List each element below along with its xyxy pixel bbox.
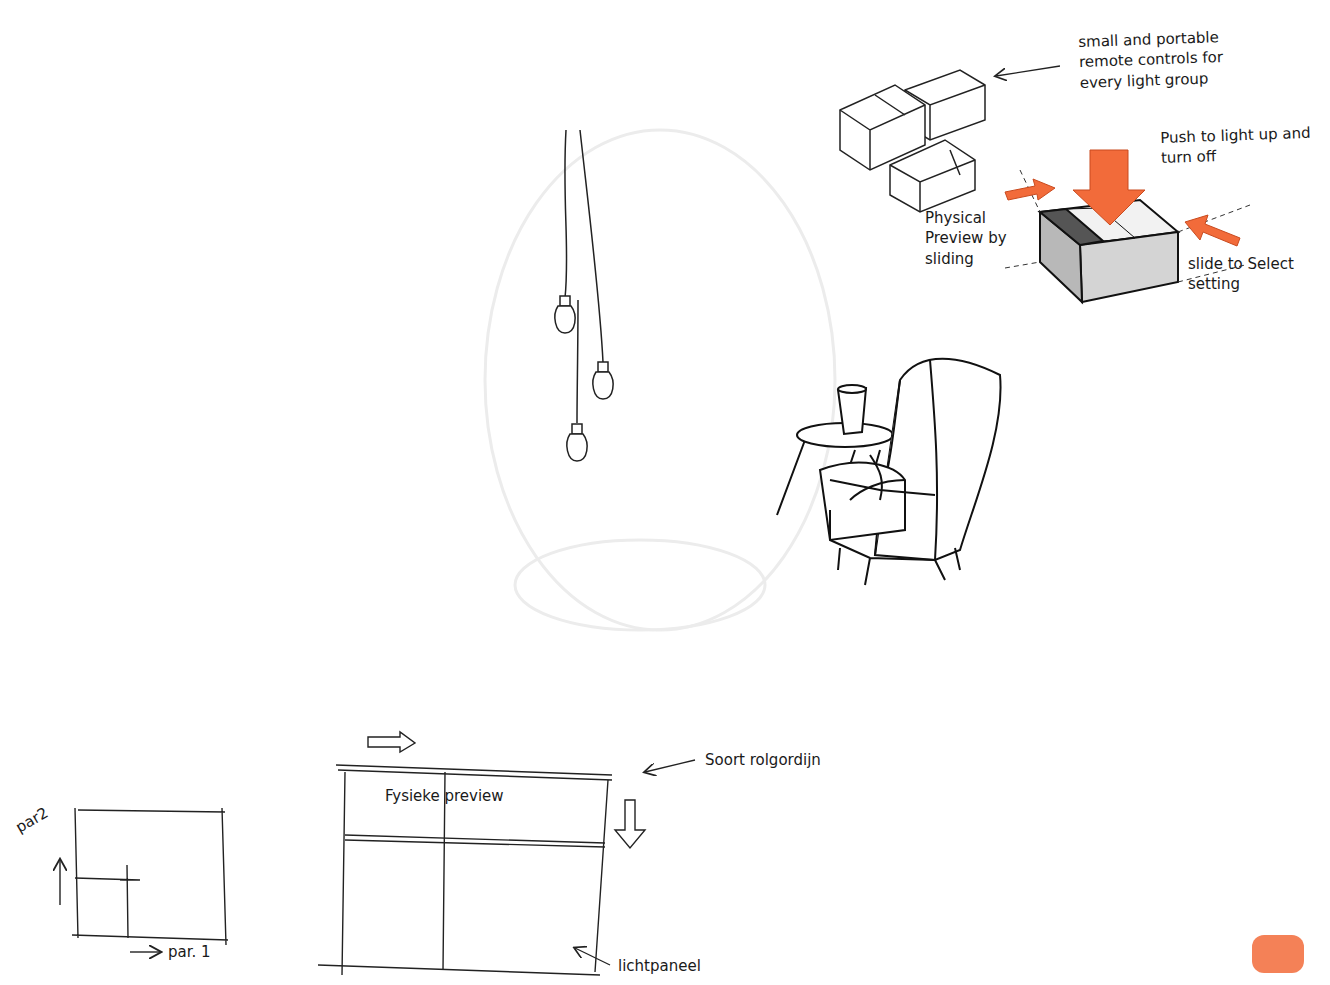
annotation-label: Physical Preview by sliding bbox=[925, 208, 1015, 269]
parameter-graph bbox=[60, 808, 228, 952]
annotation-label: par. 1 bbox=[168, 942, 238, 962]
leader-line bbox=[645, 760, 695, 772]
annotation-label: Push to light up and turn off bbox=[1160, 122, 1321, 168]
annotation-label: small and portable remote controls for e… bbox=[1078, 25, 1270, 92]
roller-blind-panel bbox=[318, 732, 645, 975]
annotation-label: par2 bbox=[12, 790, 74, 838]
hanging-bulbs bbox=[555, 130, 613, 461]
remote-controls-cluster bbox=[840, 70, 985, 212]
annotation-label: lichtpaneel bbox=[618, 956, 728, 976]
leader-line bbox=[996, 66, 1060, 76]
faint-light-halo bbox=[485, 130, 835, 630]
annotation-label: Fysieke preview bbox=[385, 786, 535, 806]
annotation-label: Soort rolgordijn bbox=[705, 750, 855, 770]
armchair-with-side-table bbox=[777, 359, 1001, 585]
annotation-label: slide to Select setting bbox=[1188, 254, 1313, 295]
orange-swatch-mark bbox=[1252, 935, 1304, 973]
leader-line bbox=[575, 948, 610, 965]
